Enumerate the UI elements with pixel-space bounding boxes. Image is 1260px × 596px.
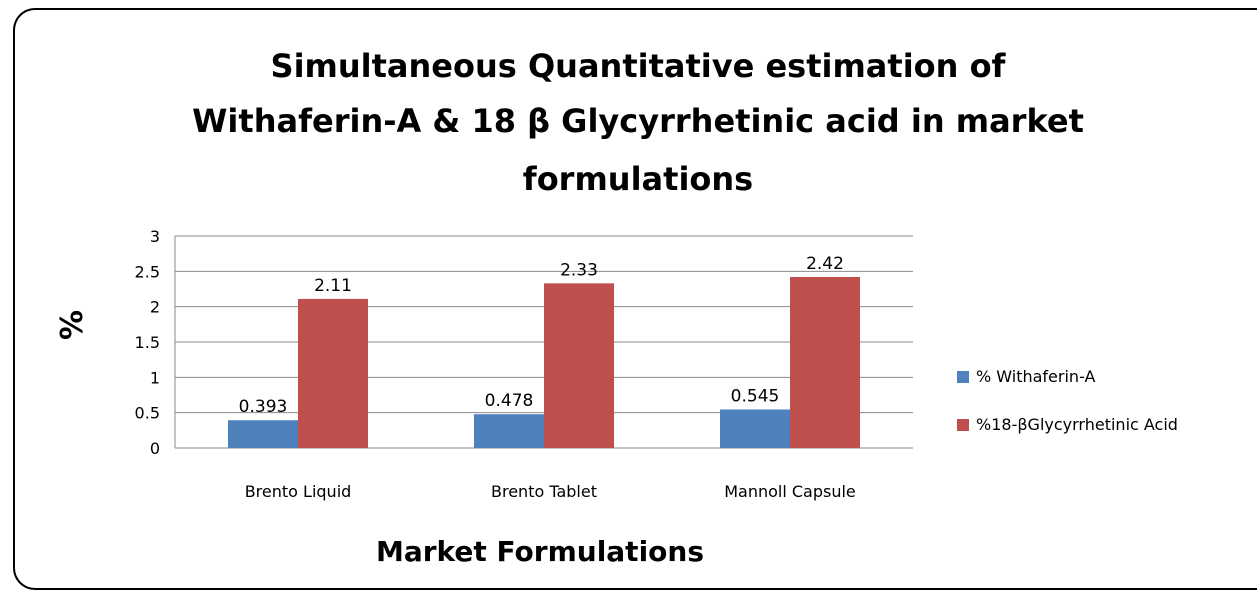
bars [228,276,860,448]
data-label: 2.33 [560,260,598,280]
y-tick-label: 1.5 [135,333,160,352]
y-axis-ticks: 0 0.5 1 1.5 2 2.5 3 [135,227,160,458]
data-label: 2.42 [806,254,844,274]
x-axis-title: Market Formulations [376,535,704,568]
bar-glycyrrhetinic-1 [298,298,368,448]
legend-label: %18-βGlycyrrhetinic Acid [976,415,1178,434]
legend-swatch [957,371,969,383]
data-labels: 0.393 2.11 0.478 2.33 0.545 2.42 [239,254,844,417]
y-tick-label: 0 [150,439,160,458]
data-label: 2.11 [314,276,352,296]
chart-title-line-2: Withaferin-A & 18 β Glycyrrhetinic acid … [192,102,1084,140]
y-tick-label: 0.5 [135,404,160,423]
legend-swatch [957,419,969,431]
y-axis-title: % [55,310,90,340]
y-tick-label: 1 [150,368,160,387]
bar-withaferin-2 [474,414,544,448]
x-tick-label: Brento Liquid [245,482,352,501]
bar-glycyrrhetinic-2 [544,283,614,448]
legend-label: % Withaferin-A [976,367,1095,386]
data-label: 0.393 [239,397,288,417]
legend: % Withaferin-A %18-βGlycyrrhetinic Acid [957,367,1178,434]
chart-title-line-3: formulations [523,160,753,198]
x-axis-ticks: Brento Liquid Brento Tablet Mannoll Capsul… [245,482,856,501]
y-tick-label: 2 [150,298,160,317]
chart-title: Simultaneous Quantitative estimation of … [192,47,1084,198]
y-tick-label: 2.5 [135,262,160,281]
bar-glycyrrhetinic-3 [790,276,860,448]
chart-title-line-1: Simultaneous Quantitative estimation of [271,47,1007,85]
data-label: 0.478 [485,391,534,411]
data-label: 0.545 [731,386,780,406]
bar-withaferin-1 [228,420,298,448]
bar-withaferin-3 [720,409,790,448]
x-tick-label: Brento Tablet [491,482,597,501]
y-tick-label: 3 [150,227,160,246]
x-tick-label: Mannoll Capsule [724,482,856,501]
chart-frame [13,8,1257,590]
